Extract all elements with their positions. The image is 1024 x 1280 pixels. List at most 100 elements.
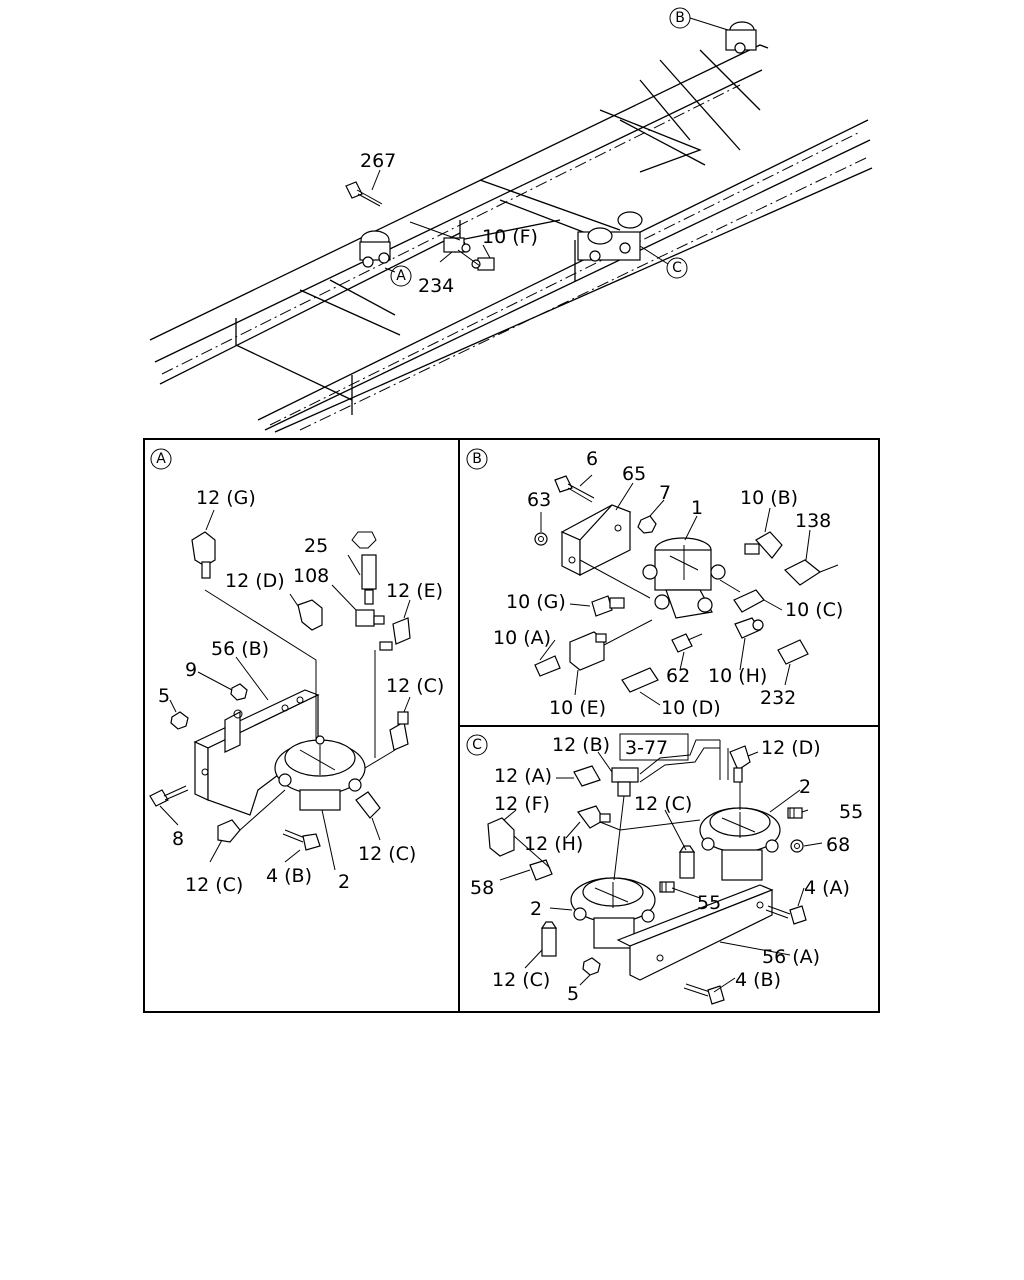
callout-a-12g: 12 (G): [196, 487, 256, 509]
callout-a-12c-bottom: 12 (C): [185, 874, 243, 896]
fitting-55-top-icon: [787, 807, 803, 819]
nut-7-icon: [637, 515, 657, 534]
callout-a-8: 8: [172, 828, 184, 850]
panel-c-circle: [466, 734, 488, 756]
callout-c-55-top: 55: [839, 801, 863, 823]
callout-c-2-bot: 2: [530, 898, 542, 920]
panel-b-circle: [466, 448, 488, 470]
callout-b-10e: 10 (E): [549, 697, 606, 719]
chassis-frame-overview: [149, 17, 873, 433]
panel-b-title: B: [472, 451, 482, 467]
bolt-4b-icon: [282, 829, 321, 851]
valve-cluster-a-icon: [359, 230, 391, 268]
callout-c-12c-bot: 12 (C): [492, 969, 550, 991]
panel-c: C: [466, 733, 823, 1005]
fitting-10h-icon: [734, 617, 764, 639]
callout-a-5: 5: [158, 685, 170, 707]
callout-a-12e: 12 (E): [386, 580, 443, 602]
bolt-6-icon: [554, 475, 595, 503]
plug-232-icon: [777, 639, 809, 665]
callout-a-108: 108: [293, 565, 329, 587]
fitting-12c-left-icon: [217, 819, 241, 843]
nut-5-c-icon: [582, 957, 601, 976]
fitting-108-icon: [355, 609, 385, 627]
panel-a: A: [149, 448, 411, 871]
valve-cluster-c-icon: [577, 211, 643, 262]
callout-b-10a: 10 (A): [493, 627, 551, 649]
fitting-10c-icon: [733, 589, 765, 613]
fitting-10g-icon: [591, 595, 625, 617]
fitting-12c-bottom-icon: [540, 921, 558, 957]
tee-12b-icon: [611, 767, 639, 797]
callout-c-56a: 56 (A): [762, 946, 820, 968]
fitting-12f-icon: [487, 817, 515, 857]
fitting-10f-icon: [471, 257, 495, 271]
washer-63-icon: [534, 532, 548, 546]
fitting-12h-icon: [577, 805, 611, 829]
fitting-10d-icon: [621, 667, 659, 693]
bolt-4b-c-icon: [683, 983, 725, 1005]
panel-c-title: C: [472, 737, 482, 753]
callout-c-12f: 12 (F): [494, 793, 550, 815]
callout-10f: 10 (F): [482, 226, 538, 248]
bolt-8-icon: [149, 785, 189, 807]
fitting-12d-icon: [297, 599, 323, 631]
callout-c-5: 5: [567, 983, 579, 1005]
fitting-234-icon: [443, 237, 471, 253]
callout-c-3-77: 3-77: [625, 737, 668, 759]
callout-a-56b: 56 (B): [211, 638, 269, 660]
fitting-12e-icon: [379, 617, 411, 651]
ref-box-3-77: [619, 733, 689, 761]
callout-234: 234: [418, 275, 454, 297]
bracket-65-icon: [560, 504, 632, 576]
callout-c-12h: 12 (H): [524, 833, 583, 855]
block-10e-icon: [569, 631, 607, 671]
valve-cluster-b-icon: [725, 21, 757, 54]
bolt-267-icon: [345, 181, 383, 207]
sensor-138-icon: [783, 559, 839, 586]
callout-b-10g: 10 (G): [506, 591, 566, 613]
panel-a-circle: [150, 448, 172, 470]
callout-b-232: 232: [760, 687, 796, 709]
callout-b-138: 138: [795, 510, 831, 532]
callout-c-68: 68: [826, 834, 850, 856]
callout-c-58: 58: [470, 877, 494, 899]
ref-circle-c: [666, 257, 688, 279]
callout-c-12c-top: 12 (C): [634, 793, 692, 815]
callout-a-25: 25: [304, 535, 328, 557]
fitting-10a-icon: [534, 655, 561, 677]
callout-a-9: 9: [185, 659, 197, 681]
relay-valve-2-lower-icon: [570, 877, 656, 949]
callout-a-4b: 4 (B): [266, 865, 312, 887]
callout-c-55-bot: 55: [697, 892, 721, 914]
nut-5-icon: [170, 711, 189, 730]
sensor-25-icon: [351, 531, 377, 605]
callout-b-10h: 10 (H): [708, 665, 767, 687]
callout-b-63: 63: [527, 489, 551, 511]
callout-b-65: 65: [622, 463, 646, 485]
callout-b-10b: 10 (B): [740, 487, 798, 509]
nut-9-icon: [230, 683, 248, 701]
ref-circle-b: [669, 7, 691, 29]
fitting-12c-upper-icon: [389, 711, 409, 751]
callout-a-12c-right: 12 (C): [358, 843, 416, 865]
callout-a-2: 2: [338, 871, 350, 893]
relay-valve-2-icon: [274, 735, 366, 811]
fitting-10b-icon: [744, 531, 783, 559]
fitting-12a-icon: [573, 765, 601, 787]
bracket-56b-icon: [193, 689, 320, 816]
ref-circle-a: [390, 265, 412, 287]
fitting-12d-icon: [729, 745, 751, 783]
callout-b-10c: 10 (C): [785, 599, 843, 621]
washer-68-icon: [790, 839, 804, 853]
ref-a-label: A: [396, 268, 406, 284]
callout-b-1: 1: [691, 497, 703, 519]
fitting-12c-top-icon: [678, 845, 696, 879]
callout-267: 267: [360, 150, 396, 172]
callout-c-12a: 12 (A): [494, 765, 552, 787]
bolt-4a-icon: [765, 905, 807, 925]
callout-b-10d: 10 (D): [661, 697, 721, 719]
fitting-58-icon: [529, 859, 553, 881]
callout-a-12d: 12 (D): [225, 570, 285, 592]
callout-c-4b: 4 (B): [735, 969, 781, 991]
